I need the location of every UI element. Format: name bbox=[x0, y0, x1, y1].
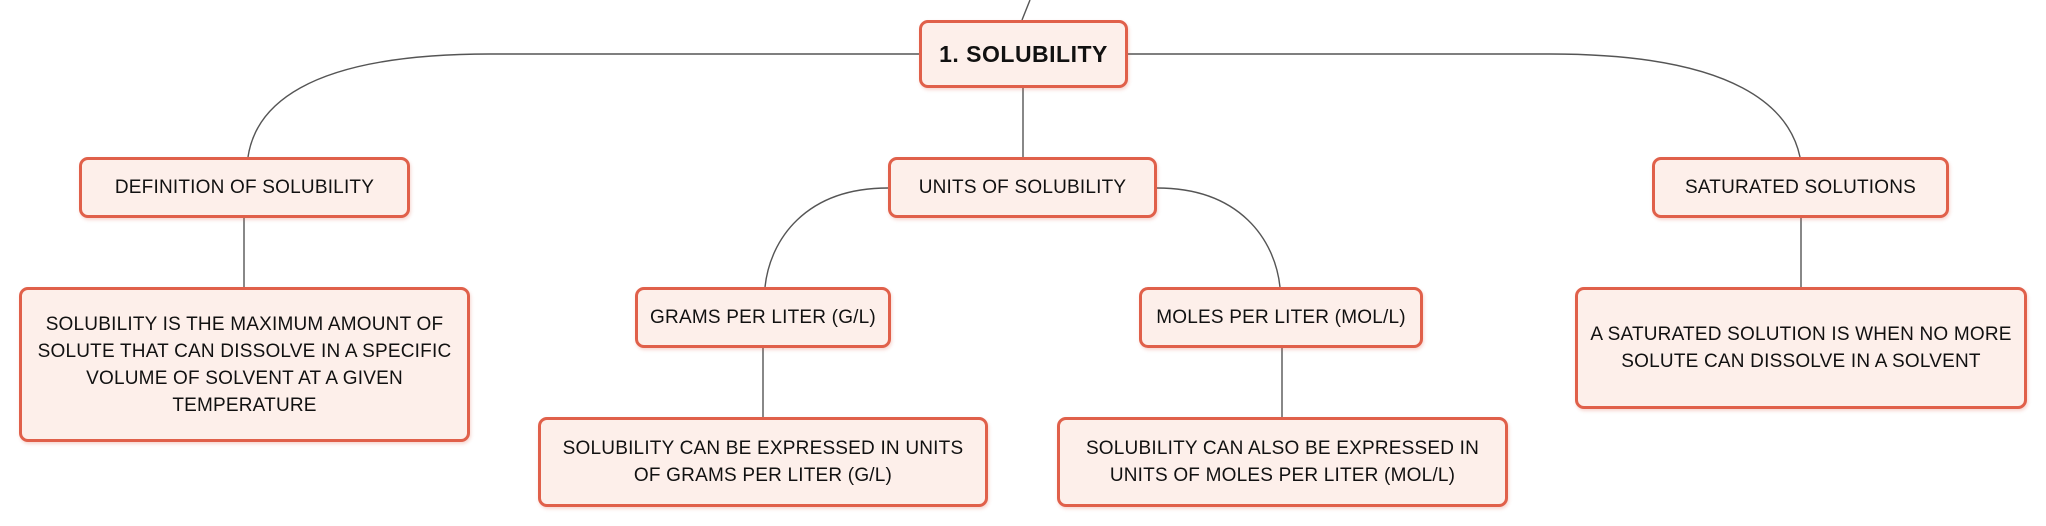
moles-per-liter-detail-text: SOLUBILITY CAN ALSO BE EXPRESSED IN UNIT… bbox=[1085, 438, 1480, 486]
moles-per-liter-node[interactable]: MOLES PER LITER (MOL/L) bbox=[1139, 287, 1423, 348]
moles-per-liter-detail-node[interactable]: SOLUBILITY CAN ALSO BE EXPRESSED IN UNIT… bbox=[1057, 417, 1508, 507]
grams-per-liter-label: GRAMS PER LITER (G/L) bbox=[650, 307, 876, 328]
connector-group bbox=[243, 0, 1802, 417]
definition-node[interactable]: DEFINITION OF SOLUBILITY bbox=[79, 157, 410, 218]
root-node[interactable]: 1. SOLUBILITY bbox=[919, 20, 1128, 88]
units-node[interactable]: UNITS OF SOLUBILITY bbox=[888, 157, 1157, 218]
units-node-label: UNITS OF SOLUBILITY bbox=[918, 177, 1127, 198]
connector-root-to-definition bbox=[247, 53, 919, 158]
grams-per-liter-detail-node[interactable]: SOLUBILITY CAN BE EXPRESSED IN UNITS OF … bbox=[538, 417, 988, 507]
grams-per-liter-node[interactable]: GRAMS PER LITER (G/L) bbox=[635, 287, 891, 348]
connector-root-to-saturated bbox=[1128, 53, 1801, 158]
root-node-label: 1. SOLUBILITY bbox=[939, 40, 1108, 67]
moles-per-liter-label: MOLES PER LITER (MOL/L) bbox=[1156, 307, 1406, 328]
definition-node-label: DEFINITION OF SOLUBILITY bbox=[114, 177, 375, 198]
grams-per-liter-detail-text: SOLUBILITY CAN BE EXPRESSED IN UNITS OF … bbox=[562, 438, 964, 486]
saturated-detail-text: A SATURATED SOLUTION IS WHEN NO MORE SOL… bbox=[1590, 324, 2012, 372]
saturated-detail-node[interactable]: A SATURATED SOLUTION IS WHEN NO MORE SOL… bbox=[1575, 287, 2027, 409]
connector-parent-to-root bbox=[1021, 0, 1031, 21]
connector-units-to-moles bbox=[1156, 187, 1281, 288]
saturated-node[interactable]: SATURATED SOLUTIONS bbox=[1652, 157, 1949, 218]
connector-units-to-grams bbox=[764, 187, 889, 288]
definition-detail-text: SOLUBILITY IS THE MAXIMUM AMOUNT OF SOLU… bbox=[37, 313, 452, 416]
definition-detail-node[interactable]: SOLUBILITY IS THE MAXIMUM AMOUNT OF SOLU… bbox=[19, 287, 470, 442]
saturated-node-label: SATURATED SOLUTIONS bbox=[1684, 177, 1917, 198]
